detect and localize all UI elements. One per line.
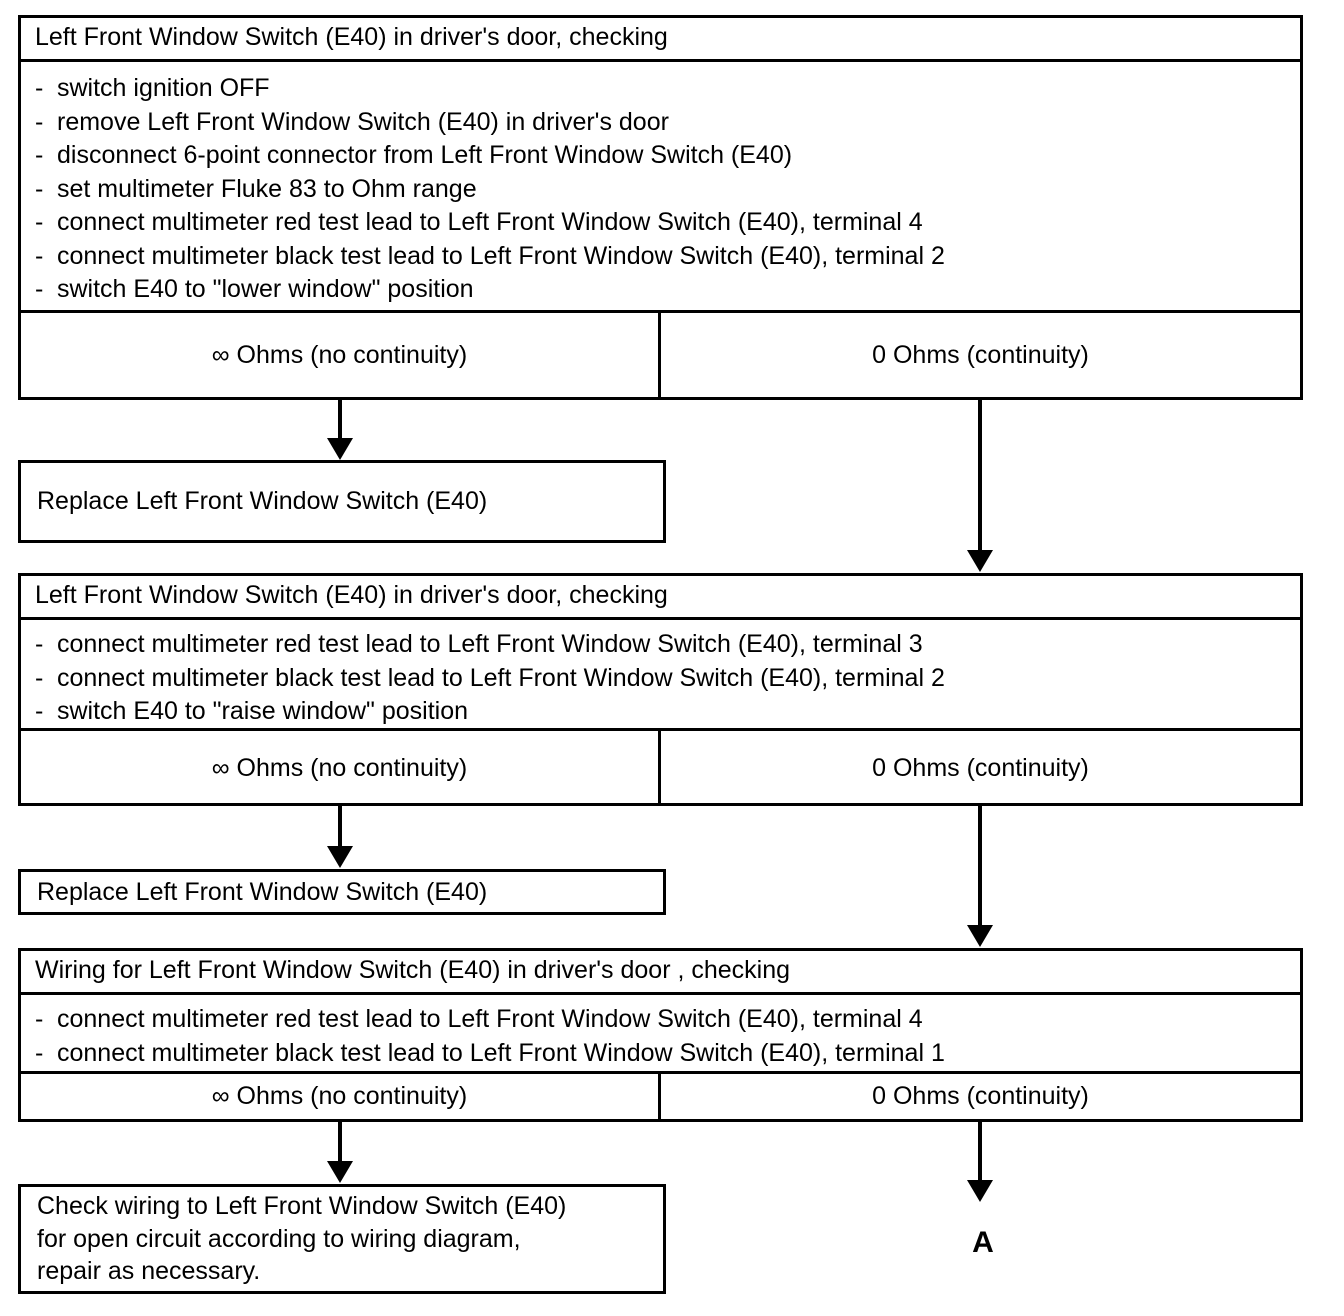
bullet-marker-icon: - (35, 1005, 44, 1033)
bullet-marker-icon: - (35, 241, 44, 270)
list-item: - connect multimeter black test lead to … (35, 240, 1286, 274)
arrow-test1-to-test2 (967, 400, 993, 573)
test-block-1-results: ∞ Ohms (no continuity) 0 Ohms (continuit… (21, 310, 1300, 397)
arrow-test3-to-connector-a (967, 1122, 993, 1204)
list-item: - connect multimeter red test lead to Le… (35, 1003, 1286, 1037)
list-item: - disconnect 6-point connector from Left… (35, 139, 1286, 173)
bullet-marker-icon: - (35, 1038, 44, 1067)
test-block-2-steps: - connect multimeter red test lead to Le… (21, 620, 1300, 728)
action-box-replace-switch-1: Replace Left Front Window Switch (E40) (18, 460, 666, 543)
list-item: - switch E40 to "raise window" position (35, 695, 1286, 729)
list-item: - connect multimeter black test lead to … (35, 662, 1286, 696)
list-item: - connect multimeter red test lead to Le… (35, 628, 1286, 662)
result-no-continuity: ∞ Ohms (no continuity) (21, 1074, 661, 1119)
result-continuity: 0 Ohms (continuity) (872, 340, 1089, 369)
arrow-test3-to-check-wiring (327, 1122, 353, 1184)
action-line: repair as necessary. (37, 1257, 261, 1286)
bullet-marker-icon: - (35, 174, 44, 203)
action-box-check-wiring: Check wiring to Left Front Window Switch… (18, 1184, 666, 1294)
arrow-test2-to-test3 (967, 806, 993, 948)
arrow-test1-to-replace1 (327, 400, 353, 460)
bullet-marker-icon: - (35, 141, 44, 169)
test-block-3-steps: - connect multimeter red test lead to Le… (21, 995, 1300, 1071)
test-block-3-results: ∞ Ohms (no continuity) 0 Ohms (continuit… (21, 1071, 1300, 1119)
test-block-1-steps: - switch ignition OFF - remove Left Fron… (21, 62, 1300, 310)
result-no-continuity: ∞ Ohms (no continuity) (21, 731, 661, 806)
result-no-continuity: ∞ Ohms (no continuity) (21, 313, 661, 397)
test-block-2: Left Front Window Switch (E40) in driver… (18, 573, 1303, 806)
bullet-marker-icon: - (35, 74, 44, 102)
action-box-replace-switch-2: Replace Left Front Window Switch (E40) (18, 869, 666, 915)
action-line: Replace Left Front Window Switch (E40) (37, 877, 488, 906)
bullet-marker-icon: - (35, 275, 44, 303)
bullet-marker-icon: - (35, 208, 44, 236)
arrow-test2-to-replace2 (327, 806, 353, 869)
bullet-marker-icon: - (35, 107, 44, 136)
list-item: - set multimeter Fluke 83 to Ohm range (35, 173, 1286, 207)
test-block-3: Wiring for Left Front Window Switch (E40… (18, 948, 1303, 1122)
list-item: - remove Left Front Window Switch (E40) … (35, 106, 1286, 140)
bullet-marker-icon: - (35, 630, 44, 658)
result-continuity: 0 Ohms (continuity) (872, 1082, 1089, 1110)
test-block-2-header: Left Front Window Switch (E40) in driver… (21, 576, 1300, 620)
test-block-3-header: Wiring for Left Front Window Switch (E40… (21, 951, 1300, 995)
test-block-1-header: Left Front Window Switch (E40) in driver… (21, 18, 1300, 62)
action-line: Replace Left Front Window Switch (E40) (37, 487, 488, 516)
action-line: for open circuit according to wiring dia… (37, 1224, 521, 1253)
bullet-marker-icon: - (35, 697, 44, 725)
bullet-marker-icon: - (35, 663, 44, 692)
offpage-connector-a: A (972, 1226, 994, 1259)
test-block-1: Left Front Window Switch (E40) in driver… (18, 15, 1303, 400)
result-continuity: 0 Ohms (continuity) (872, 754, 1089, 782)
action-line: Check wiring to Left Front Window Switch… (37, 1192, 567, 1221)
list-item: - connect multimeter black test lead to … (35, 1037, 1286, 1071)
list-item: - switch E40 to "lower window" position (35, 273, 1286, 307)
test-block-2-results: ∞ Ohms (no continuity) 0 Ohms (continuit… (21, 728, 1300, 806)
list-item: - switch ignition OFF (35, 72, 1286, 106)
list-item: - connect multimeter red test lead to Le… (35, 206, 1286, 240)
